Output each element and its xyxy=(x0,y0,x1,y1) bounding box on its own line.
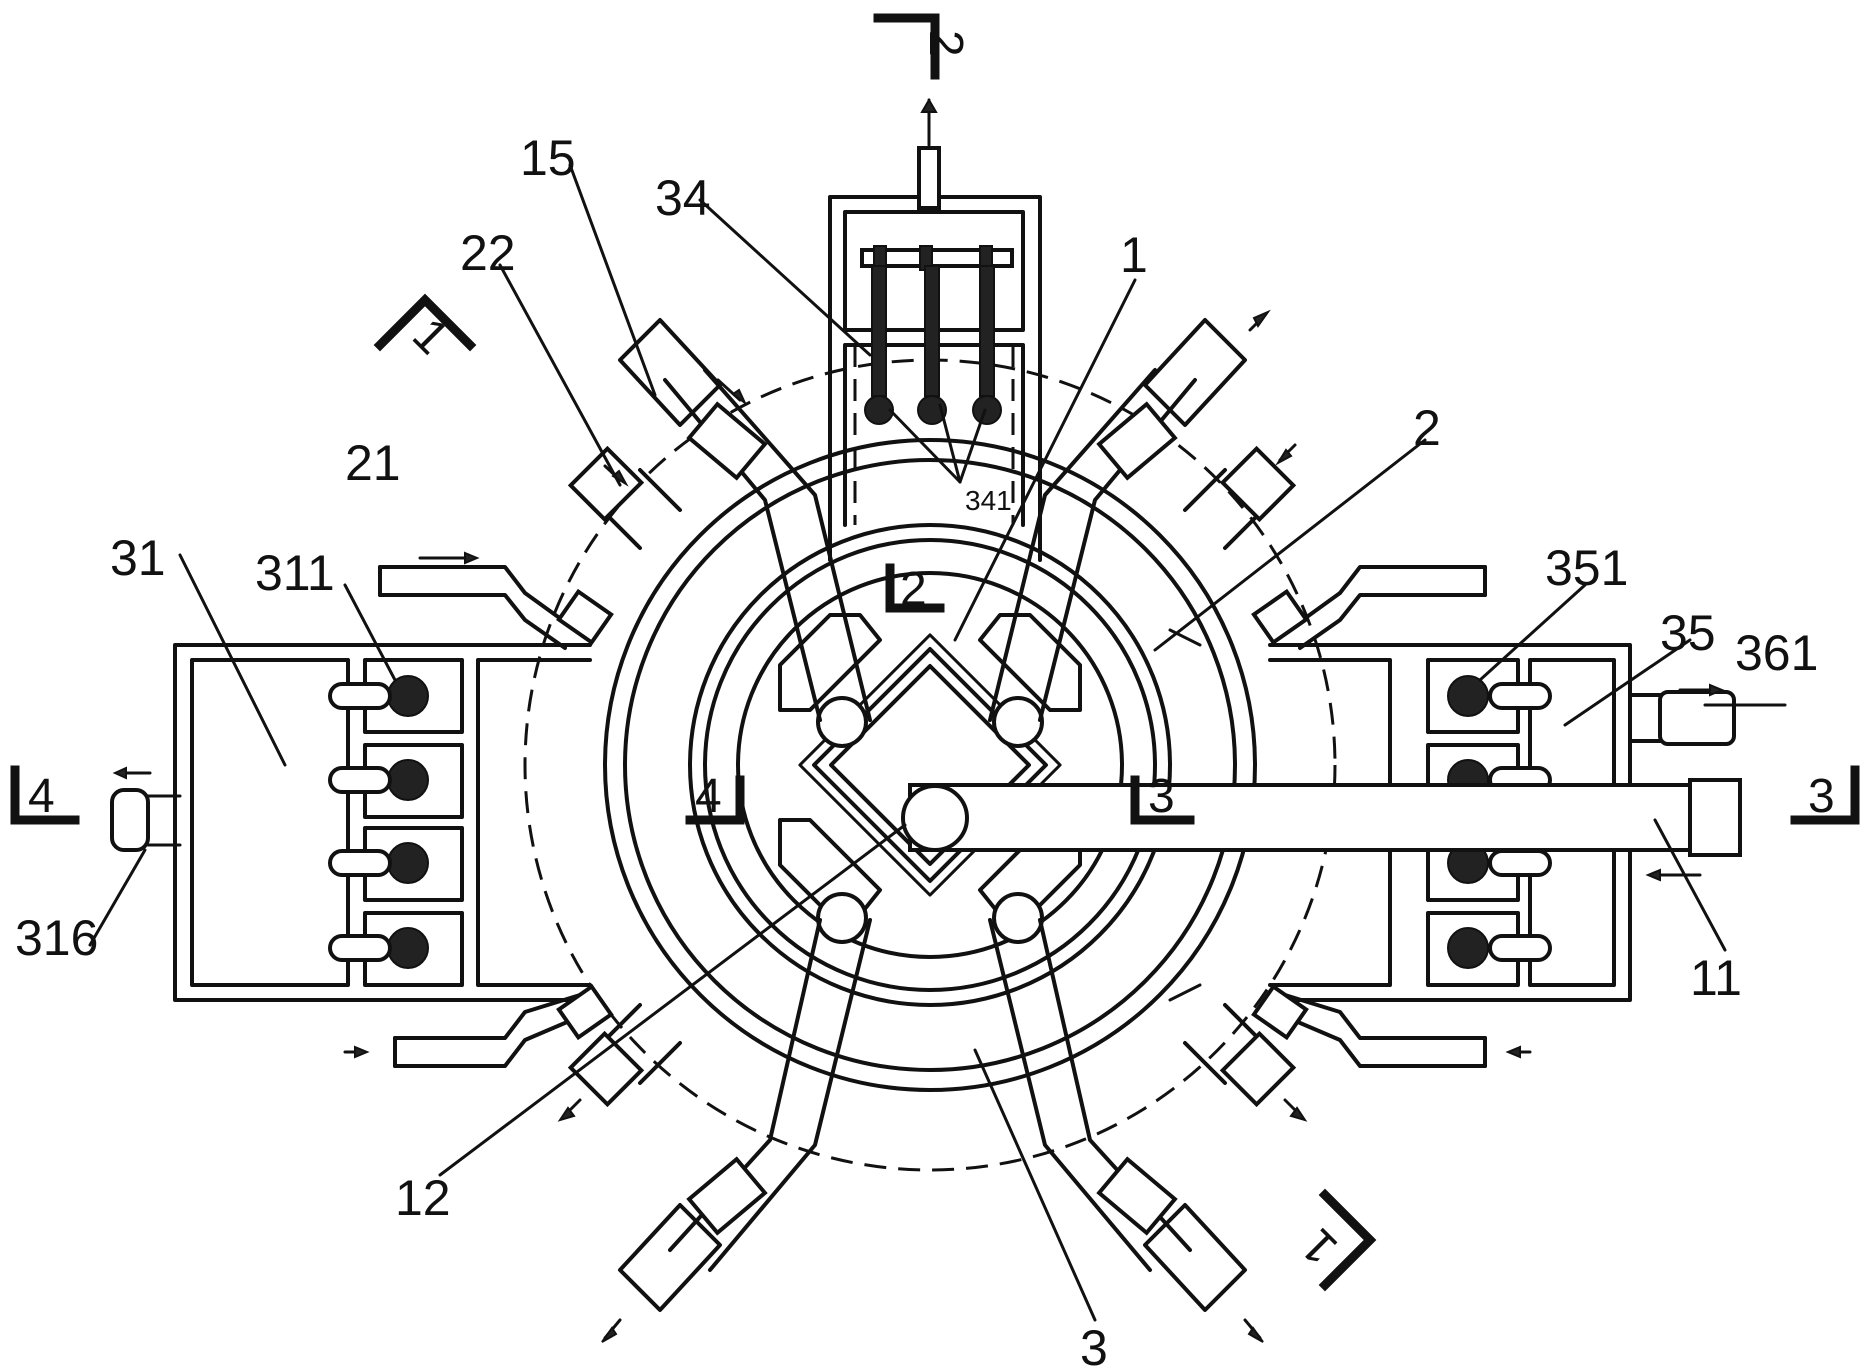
heater-311-1 xyxy=(387,675,429,717)
branch-right xyxy=(979,265,995,397)
horizontal-shaft-11 xyxy=(908,783,1712,852)
central-port xyxy=(901,784,969,852)
pad-top-right xyxy=(978,613,1082,712)
label-15: 15 xyxy=(520,130,576,186)
long-tube-top-left xyxy=(663,368,872,722)
nozzle-left xyxy=(864,395,894,425)
port-bottom-right xyxy=(992,892,1044,944)
left-inlet-316 xyxy=(110,788,150,852)
left-box-chamber xyxy=(190,658,350,987)
heater-311-4 xyxy=(387,927,429,969)
section-label-center-right: 3 xyxy=(1148,770,1175,823)
label-351: 351 xyxy=(1545,540,1628,596)
short-tubes xyxy=(557,443,1308,1122)
outer-ring-inner xyxy=(623,458,1237,1072)
label-1: 1 xyxy=(1120,227,1148,283)
section-marker-right xyxy=(1790,765,1860,825)
left-box-outer xyxy=(173,643,592,1002)
heater-311-3 xyxy=(387,842,429,884)
top-box xyxy=(828,98,1042,562)
label-21: 21 xyxy=(345,435,401,491)
section-marker-top xyxy=(873,13,940,80)
label-11: 11 xyxy=(1690,950,1742,1006)
label-2: 2 xyxy=(1413,400,1441,456)
label-35: 35 xyxy=(1660,605,1716,661)
top-outlet-pipe xyxy=(917,146,941,210)
heater-311-2 xyxy=(387,759,429,801)
section-marker-center-top xyxy=(885,563,945,613)
middle-ring-outer xyxy=(688,523,1172,1007)
side-tubes xyxy=(343,551,1532,1068)
label-12: 12 xyxy=(395,1170,451,1226)
section-label-right: 3 xyxy=(1808,770,1835,823)
main-body xyxy=(523,358,1337,1172)
heater-351-1 xyxy=(1447,675,1489,717)
branch-middle xyxy=(924,265,940,397)
shaft-arrow xyxy=(1645,868,1661,882)
label-3: 3 xyxy=(1080,1320,1108,1370)
center-element xyxy=(778,613,1742,944)
label-31: 31 xyxy=(110,530,166,586)
part-labels: 1 2 3 11 12 15 21 22 31 34 35 311 316 34… xyxy=(15,130,1818,1370)
section-label-left: 4 xyxy=(28,770,55,823)
section-label-center-left: 4 xyxy=(695,770,722,823)
label-361: 361 xyxy=(1735,625,1818,681)
rotated-square-block xyxy=(798,633,1062,897)
section-label-top: 2 xyxy=(919,30,972,57)
port-top-right xyxy=(992,696,1044,748)
label-311: 311 xyxy=(255,545,335,601)
section-marker-left xyxy=(10,765,80,825)
port-bottom-left xyxy=(816,892,868,944)
nozzle-right xyxy=(972,395,1002,425)
pad-top-left xyxy=(778,613,882,712)
section-label-center-top: 2 xyxy=(900,563,927,616)
label-34: 34 xyxy=(655,170,711,226)
section-marker-diag-top xyxy=(373,293,477,352)
port-top-left xyxy=(816,696,868,748)
leader-lines xyxy=(88,163,1787,1322)
middle-ring-inner xyxy=(703,538,1157,992)
heater-351-4 xyxy=(1447,927,1489,969)
section-marker-center-left xyxy=(685,775,745,825)
left-box-inner-frame xyxy=(476,658,592,987)
top-outlet-arrow xyxy=(920,98,938,113)
left-box xyxy=(110,643,592,1002)
branch-left xyxy=(871,265,887,397)
nozzle-middle xyxy=(917,395,947,425)
label-22: 22 xyxy=(460,225,516,281)
label-316: 316 xyxy=(15,910,98,966)
section-marker-center-right xyxy=(1130,775,1195,825)
left-inlet-arrow xyxy=(112,766,127,780)
section-marker-diag-bottom xyxy=(1318,1188,1377,1292)
label-341: 341 xyxy=(965,485,1012,516)
section-markers xyxy=(10,13,1860,1292)
right-outlet-361 xyxy=(1658,690,1736,746)
long-tubes xyxy=(601,309,1271,1343)
outer-ring-outer xyxy=(603,438,1257,1092)
right-outlet-arrow xyxy=(1709,683,1725,697)
inner-disc xyxy=(736,571,1124,959)
